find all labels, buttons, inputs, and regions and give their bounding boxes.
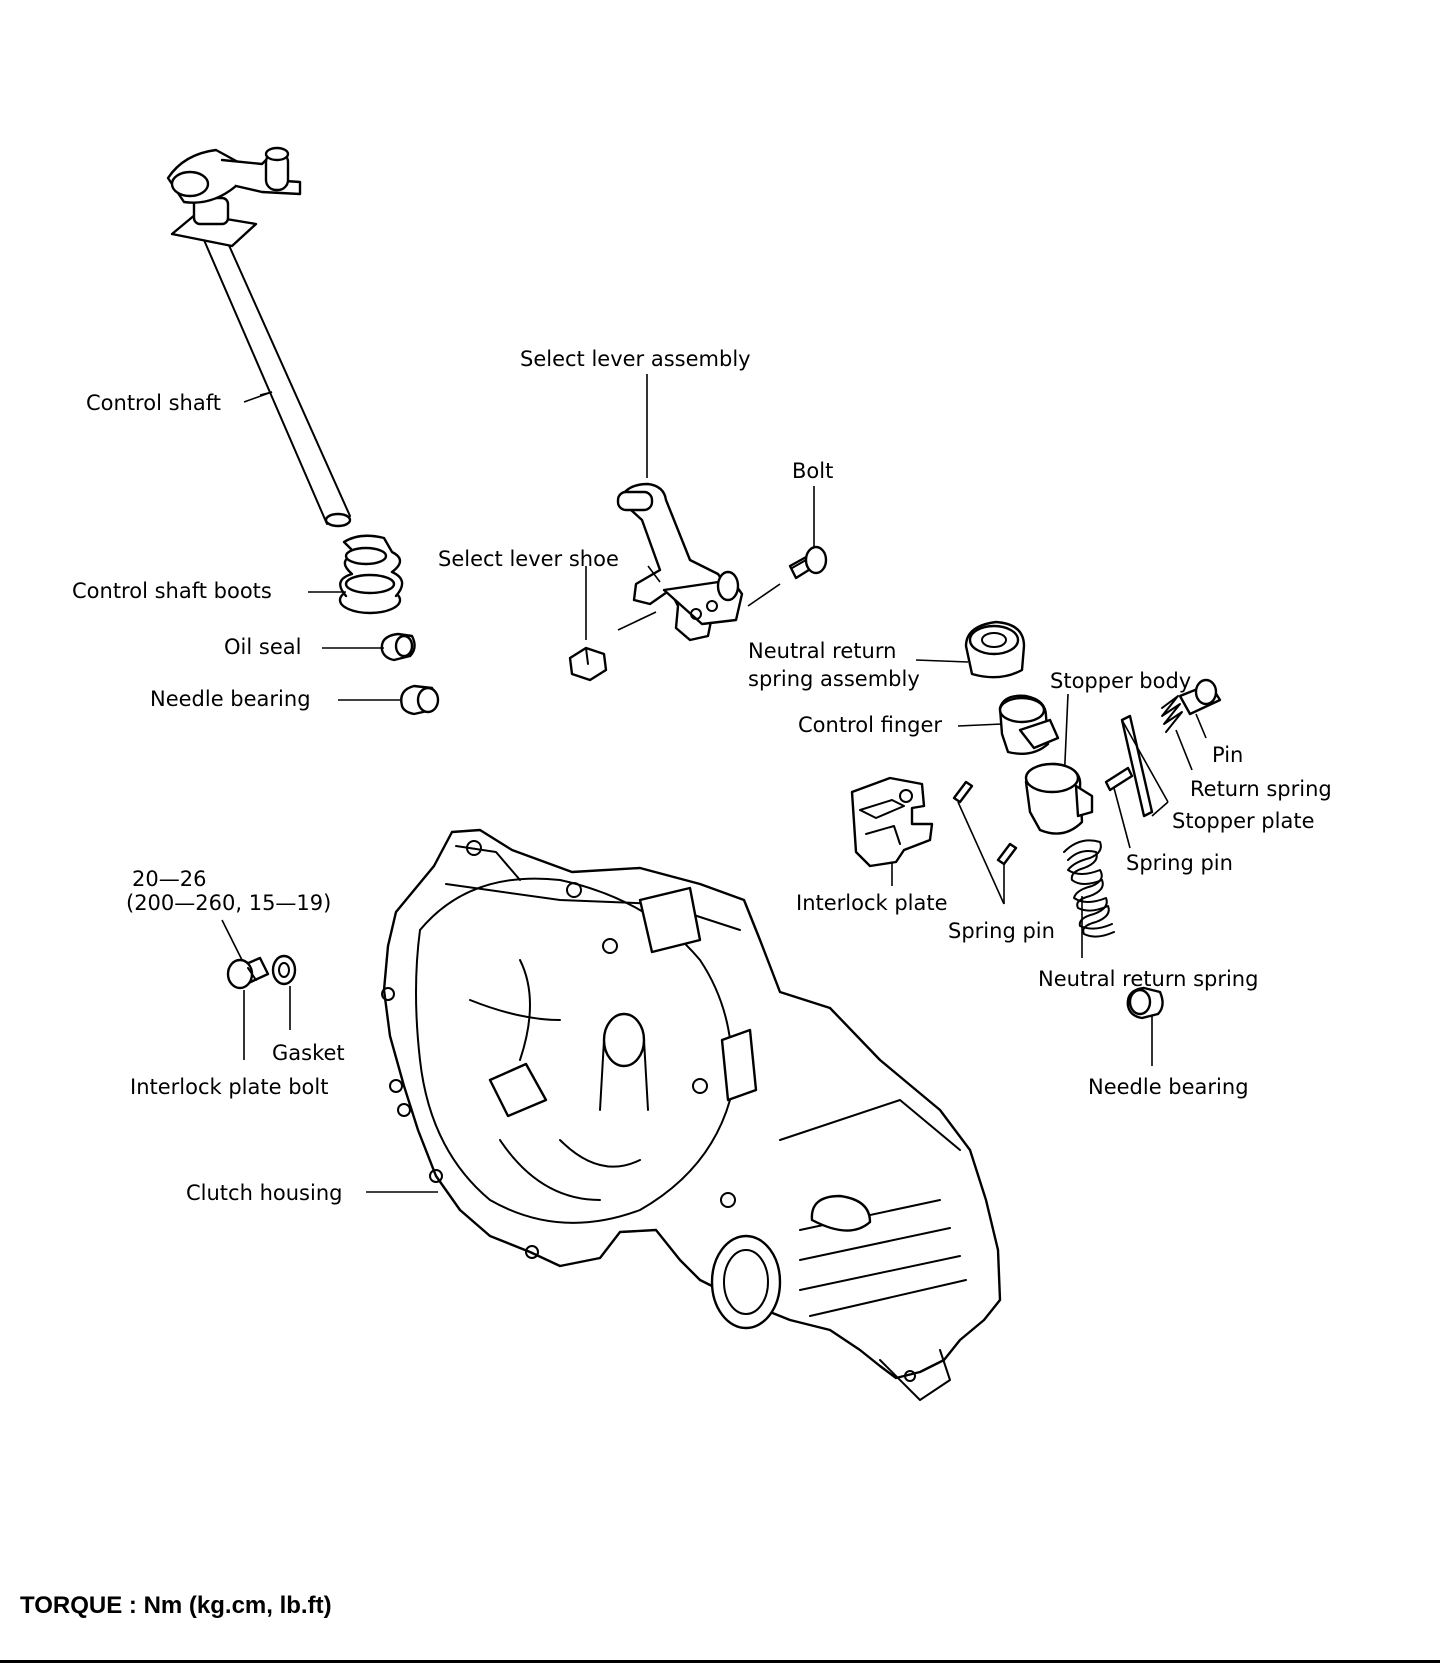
label-control-shaft: Control shaft xyxy=(86,391,221,415)
label-clutch-housing: Clutch housing xyxy=(186,1181,342,1205)
label-stopper-plate: Stopper plate xyxy=(1172,809,1315,833)
needle-bearing-left-part xyxy=(400,684,440,716)
label-bolt: Bolt xyxy=(792,459,833,483)
label-interlock-plate-bolt: Interlock plate bolt xyxy=(130,1075,328,1099)
interlock-plate-part xyxy=(850,776,934,868)
select-lever-assembly-part xyxy=(616,482,744,642)
stopper-body-part xyxy=(1024,762,1094,835)
label-needle-bearing-left: Needle bearing xyxy=(150,687,311,711)
label-spring-pin-center: Spring pin xyxy=(948,919,1055,943)
control-finger-part xyxy=(998,694,1060,755)
label-needle-bearing-right: Needle bearing xyxy=(1088,1075,1249,1099)
label-torque-value-alt-units: (200—260, 15—19) xyxy=(126,891,331,915)
stopper-plate-part xyxy=(1120,714,1154,818)
spring-pin-center-part xyxy=(952,780,1018,866)
return-spring-part xyxy=(1161,695,1183,733)
oil-seal-part xyxy=(380,632,416,662)
gasket-part xyxy=(271,954,297,986)
bottom-rule xyxy=(0,1660,1440,1663)
torque-units-note: TORQUE : Nm (kg.cm, lb.ft) xyxy=(20,1592,332,1619)
label-neutral-return-spring: Neutral return spring xyxy=(1038,967,1258,991)
bolt-part xyxy=(788,545,828,580)
label-return-spring: Return spring xyxy=(1190,777,1332,801)
label-pin: Pin xyxy=(1212,743,1243,767)
label-neutral-return-spring-assembly-line1: Neutral return xyxy=(748,639,896,663)
label-gasket: Gasket xyxy=(272,1041,345,1065)
neutral-return-spring-part xyxy=(1063,839,1115,938)
label-torque-value: 20—26 xyxy=(132,867,206,891)
clutch-housing-part xyxy=(381,828,1002,1401)
neutral-return-spring-assembly-part xyxy=(964,620,1026,679)
label-control-shaft-boots: Control shaft boots xyxy=(72,579,272,603)
label-spring-pin-right: Spring pin xyxy=(1126,851,1233,875)
label-oil-seal: Oil seal xyxy=(224,635,301,659)
control-shaft-part xyxy=(166,146,352,528)
label-select-lever-assembly: Select lever assembly xyxy=(520,347,751,371)
select-lever-shoe-part xyxy=(568,646,608,682)
label-select-lever-shoe: Select lever shoe xyxy=(438,547,619,571)
interlock-plate-bolt-part xyxy=(226,956,270,990)
pin-part xyxy=(1178,678,1222,716)
label-stopper-body: Stopper body xyxy=(1050,669,1191,693)
label-interlock-plate: Interlock plate xyxy=(796,891,948,915)
spring-pin-right-part xyxy=(1104,766,1134,792)
label-control-finger: Control finger xyxy=(798,713,942,737)
label-neutral-return-spring-assembly-line2: spring assembly xyxy=(748,667,920,691)
control-shaft-boots-part xyxy=(338,534,404,615)
needle-bearing-right-part xyxy=(1126,986,1164,1020)
